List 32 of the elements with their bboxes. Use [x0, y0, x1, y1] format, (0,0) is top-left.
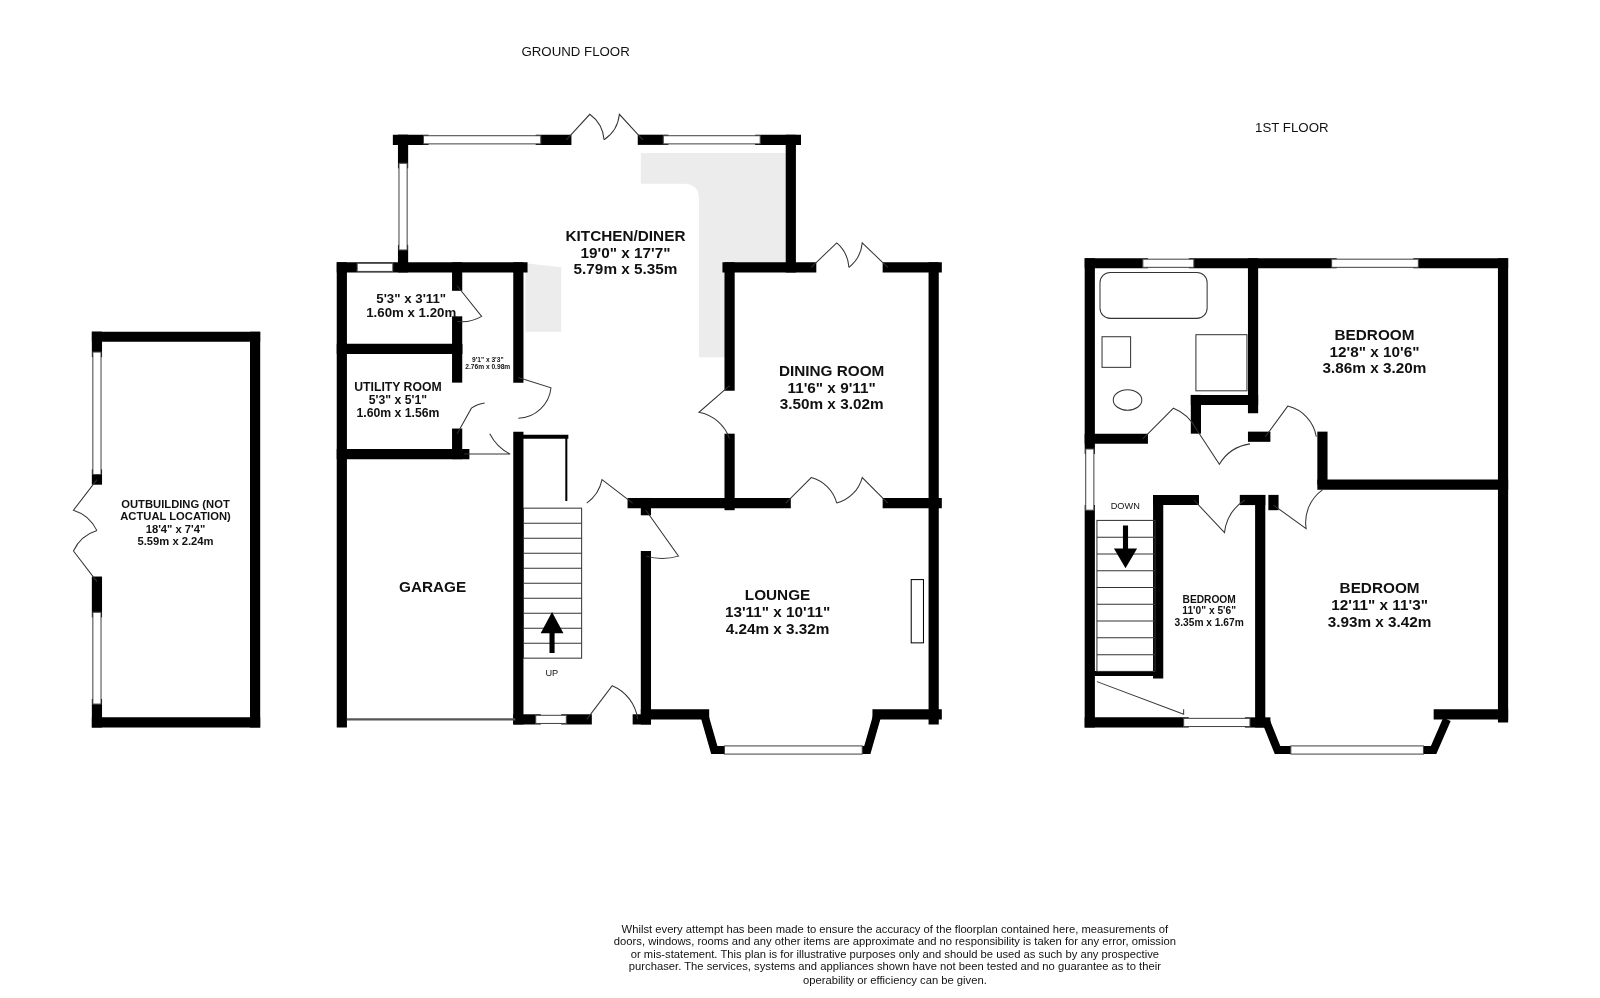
room-name: DINING ROOM — [778, 362, 885, 380]
room-dimensions: 3.35m x 1.67m — [1174, 615, 1244, 628]
room-dimensions: 5'3" x 5'1" — [368, 394, 428, 408]
room-name: LOUNGE — [744, 586, 811, 604]
stair-direction-label: DOWN — [1110, 501, 1140, 512]
room-dimensions: 13'11" x 10'11" — [724, 603, 831, 621]
room-name: KITCHEN/DINER — [565, 227, 686, 245]
room-name: BEDROOM — [1334, 326, 1415, 344]
room-dimensions: 3.50m x 3.02m — [779, 395, 884, 413]
room-dimensions: 4.24m x 3.32m — [725, 620, 830, 638]
room-dimensions: 3.93m x 3.42m — [1327, 613, 1432, 631]
room-dimensions: 12'8" x 10'6" — [1329, 343, 1420, 361]
room-dimensions: 5.79m x 5.35m — [573, 261, 678, 279]
room-dimensions: 1.60m x 1.56m — [356, 407, 440, 421]
floor-title: GROUND FLOOR — [521, 43, 630, 59]
room-name: UTILITY ROOM — [354, 380, 442, 395]
room-dimensions: 11'0" x 5'6" — [1182, 604, 1236, 616]
room-name: BEDROOM — [1339, 579, 1420, 597]
room-name: GARAGE — [399, 578, 467, 595]
room-dimensions: 3.86m x 3.20m — [1322, 360, 1427, 378]
room-name: BEDROOM — [1182, 593, 1236, 605]
room-dimensions: 12'11" x 11'3" — [1331, 596, 1428, 614]
room-dimensions: 1.60m x 1.20m — [366, 305, 457, 321]
room-dimensions: 11'6" x 9'11" — [787, 379, 876, 396]
disclaimer-note: Whilst every attempt has been made to ensure the accuracy of the floorplan contained here, measurements of doors, windows, rooms and any other items are approximate and no responsibility is taken for any error, omission or mis-statement. This plan is for illustrative purposes only and should be used as such by any prospective purchaser. The services, systems and appliances shown have not been tested and no guarantee as to their operability or efficiency can be given. — [612, 921, 1177, 987]
room-dimensions: 18'4" x 7'4" — [145, 522, 206, 535]
room-name: OUTBUILDING (NOT ACTUAL LOCATION) — [119, 497, 232, 523]
floor-title: 1ST FLOOR — [1255, 118, 1329, 135]
room-dimensions: 19'0" x 17'7" — [580, 244, 671, 262]
room-dimensions: 5.59m x 2.24m — [137, 535, 214, 548]
stair-direction-label: UP — [545, 667, 559, 678]
room-dimensions: 5'3" x 3'11" — [376, 291, 447, 306]
